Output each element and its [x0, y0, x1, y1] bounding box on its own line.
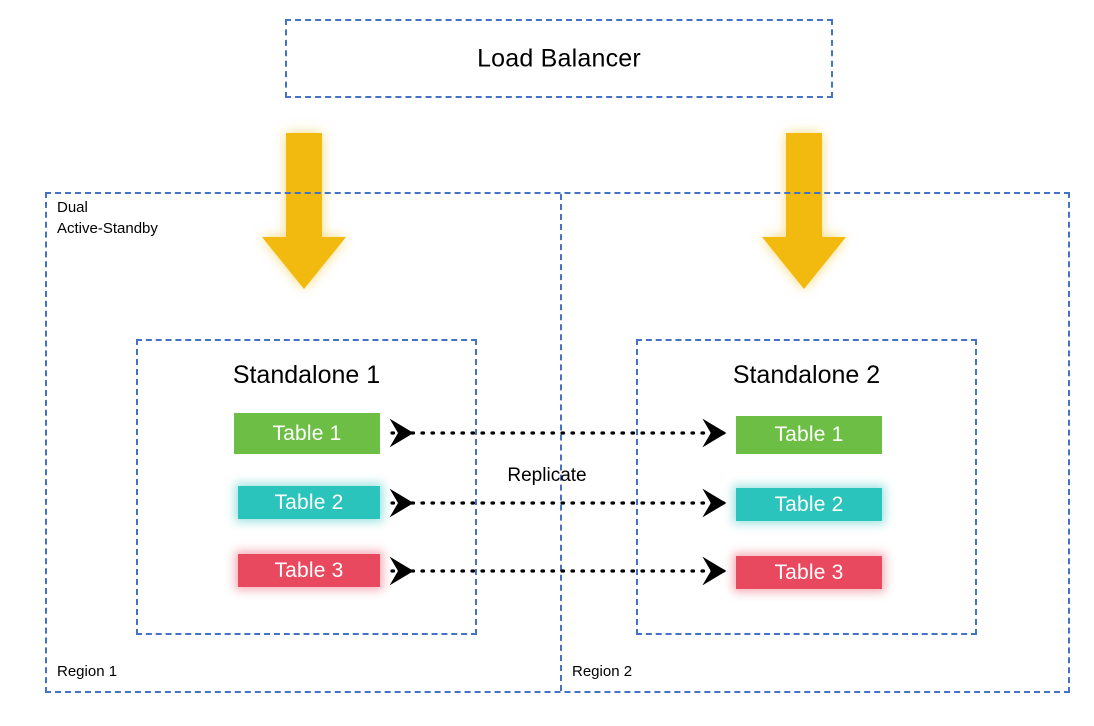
down-arrow-icon-right — [762, 133, 846, 289]
dual-active-standby-container — [45, 192, 1070, 693]
standalone-1-table-3[interactable]: Table 3 — [238, 554, 380, 587]
region-2-label: Region 2 — [572, 663, 633, 680]
standalone-2-title: Standalone 2 — [732, 361, 881, 389]
standalone-1-box: Standalone 1 — [136, 339, 477, 635]
dual-active-standby-label: Dual Active-Standby — [57, 199, 158, 237]
standalone-1-table-1[interactable]: Table 1 — [234, 413, 380, 454]
region-1-label: Region 1 — [57, 663, 118, 680]
standalone-2-box: Standalone 2 — [636, 339, 977, 635]
standalone-2-table-3[interactable]: Table 3 — [736, 556, 882, 589]
standalone-1-table-2[interactable]: Table 2 — [238, 486, 380, 519]
standalone-1-title: Standalone 1 — [232, 361, 381, 389]
load-balancer-label: Load Balancer — [477, 44, 641, 72]
standalone-2-table-2[interactable]: Table 2 — [736, 488, 882, 521]
down-arrow-icon-left — [262, 133, 346, 289]
standalone-2-table-1[interactable]: Table 1 — [736, 416, 882, 454]
load-balancer-box: Load Balancer — [285, 19, 833, 98]
